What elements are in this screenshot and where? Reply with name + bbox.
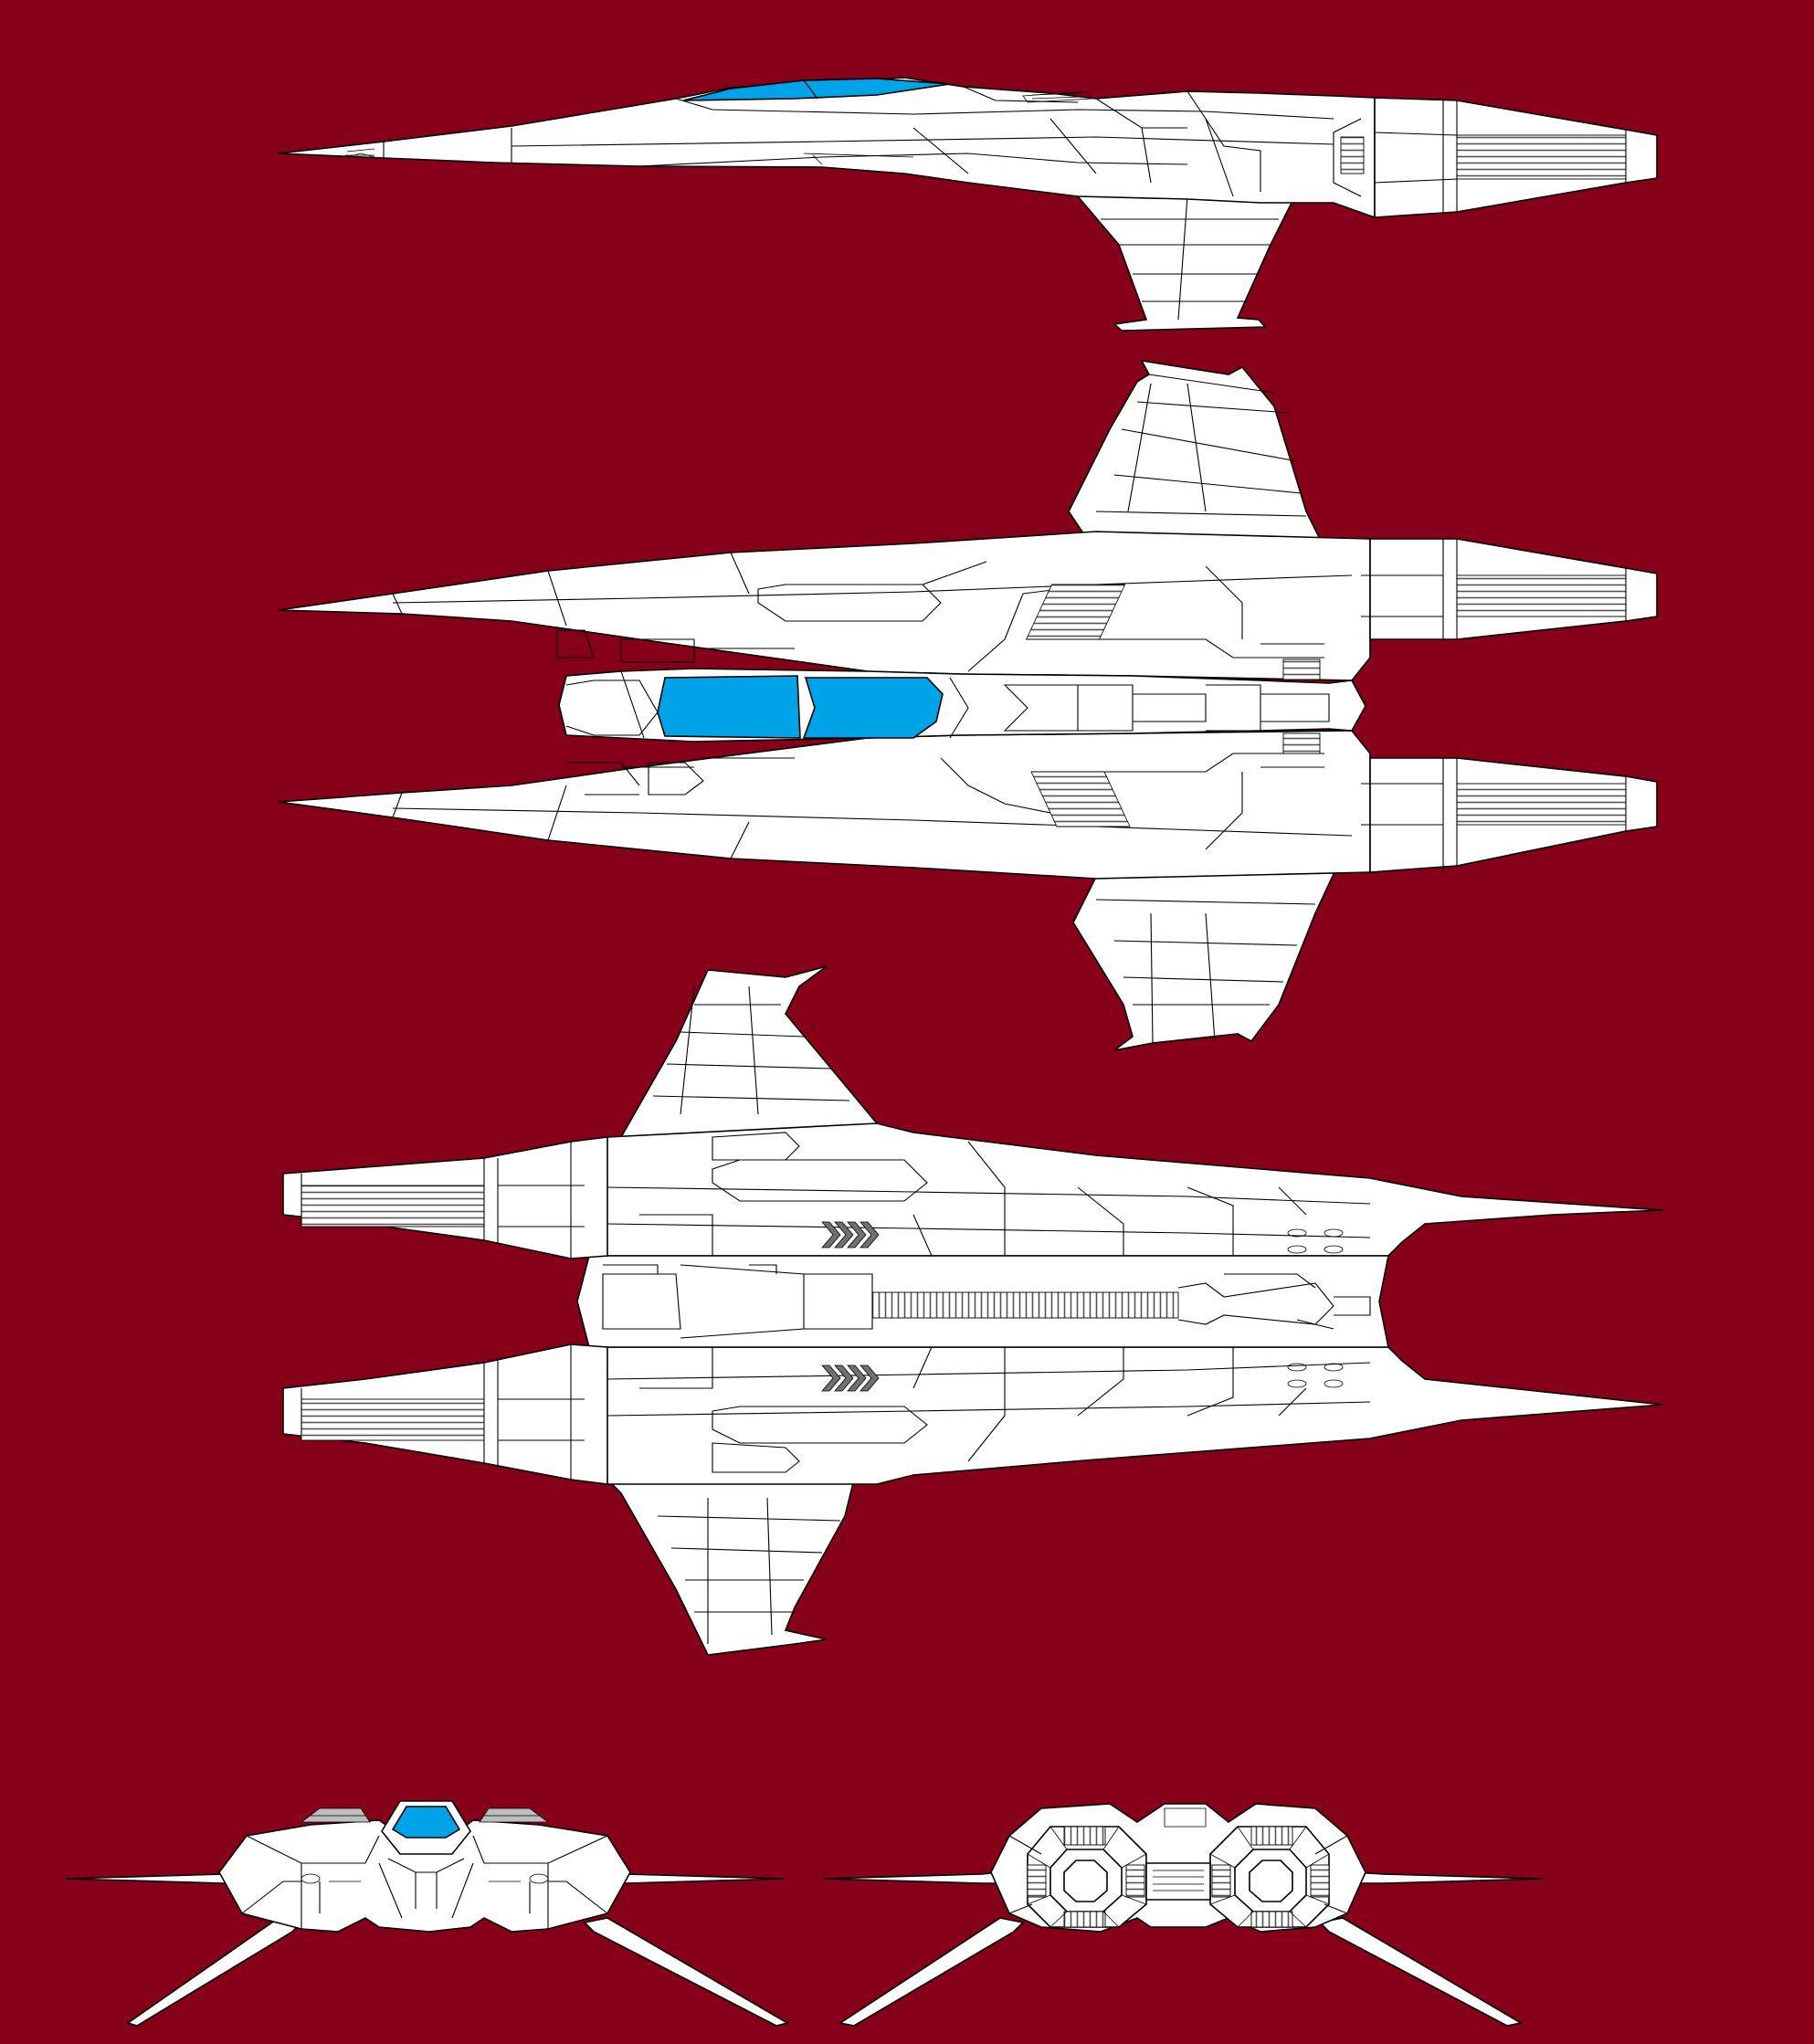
bottom-exhaust-vent-upper <box>301 1185 485 1227</box>
top-exhaust-vent-lower <box>1456 783 1627 826</box>
bottom-exhaust-vent-lower <box>301 1398 485 1441</box>
bottom-view <box>282 965 1663 1656</box>
side-view <box>278 77 1658 332</box>
rear-center-block <box>1145 1862 1211 1901</box>
front-canopy <box>391 1806 461 1839</box>
bottom-weapon-rail <box>871 1291 1179 1319</box>
front-view <box>65 1800 790 2027</box>
rear-nozzle-left <box>1027 1826 1147 1928</box>
top-canopy-rear <box>802 677 944 739</box>
front-fin-right <box>583 1917 790 2027</box>
top-canopy <box>657 675 801 739</box>
bottom-upper-wing <box>606 965 879 1154</box>
top-lower-hull <box>278 730 1371 880</box>
bottom-lower-wing <box>606 1479 856 1656</box>
rear-fin-left <box>838 1917 1025 2027</box>
bottom-chevrons-upper <box>821 1221 880 1249</box>
top-exhaust-vent-upper <box>1456 574 1627 617</box>
rear-view <box>823 1803 1543 2027</box>
bottom-chevrons-lower <box>821 1364 880 1392</box>
top-view <box>278 359 1658 1051</box>
side-canopy <box>682 78 951 101</box>
rear-nozzle-right <box>1209 1826 1330 1928</box>
side-exhaust-vent <box>1456 134 1627 180</box>
rear-fin-right <box>1318 1917 1524 2027</box>
